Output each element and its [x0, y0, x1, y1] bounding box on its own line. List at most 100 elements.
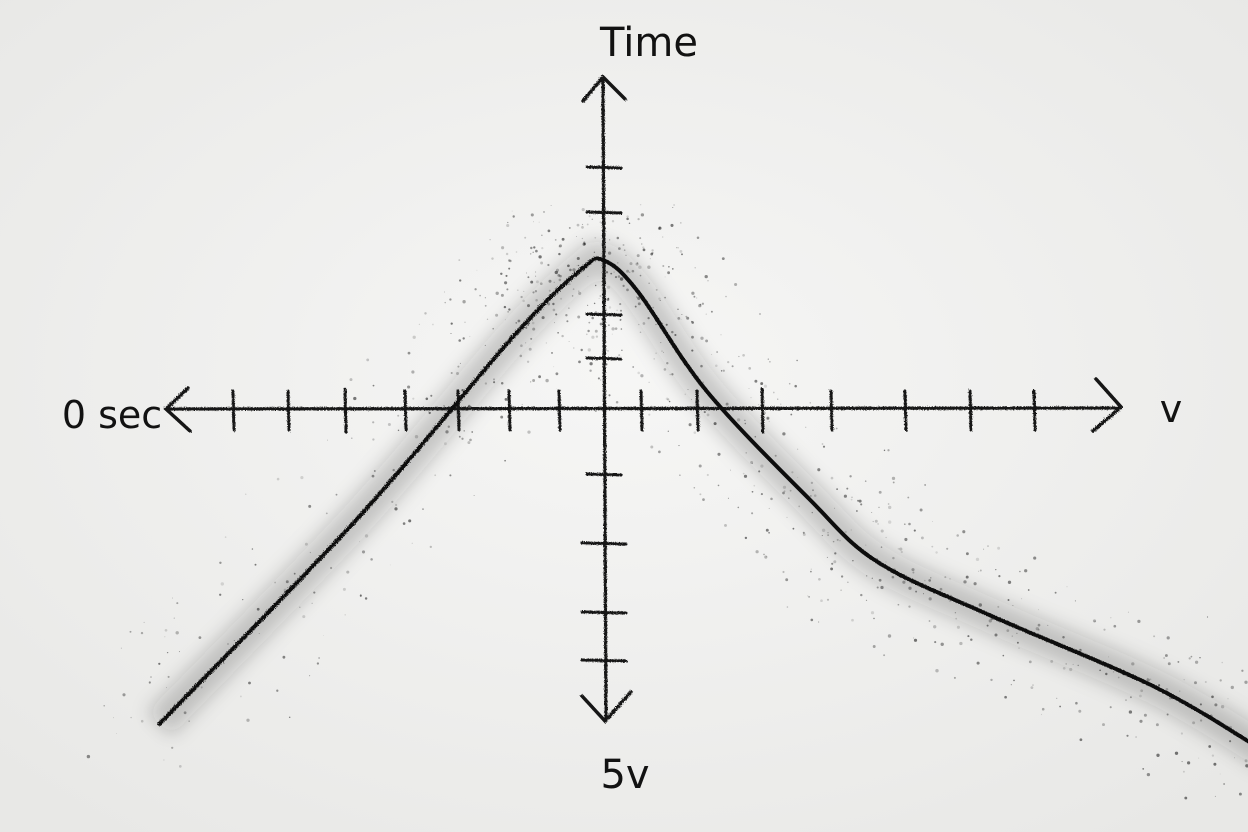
charcoal-speck [810, 618, 814, 622]
charcoal-speck [428, 411, 431, 415]
charcoal-speck [1108, 656, 1110, 658]
charcoal-speck [832, 540, 835, 543]
charcoal-speck [1028, 660, 1032, 664]
charcoal-speck [619, 320, 621, 321]
charcoal-speck [552, 308, 556, 312]
charcoal-speck [786, 606, 789, 608]
charcoal-speck [395, 503, 398, 507]
charcoal-speck [892, 481, 895, 484]
charcoal-speck [1181, 761, 1183, 763]
charcoal-speck [561, 237, 565, 241]
charcoal-speck [983, 548, 985, 550]
charcoal-speck [311, 602, 313, 604]
charcoal-speck [548, 279, 552, 283]
charcoal-speck [750, 460, 754, 464]
charcoal-speck [577, 264, 580, 267]
charcoal-speck [1127, 611, 1129, 613]
charcoal-speck [618, 247, 621, 250]
charcoal-speck [1165, 688, 1169, 691]
charcoal-speck [878, 578, 882, 582]
charcoal-speck [219, 593, 222, 596]
x-tick [903, 389, 908, 432]
charcoal-speck [650, 445, 654, 449]
charcoal-speck [545, 342, 547, 344]
charcoal-speck [748, 387, 750, 389]
charcoal-speck [245, 493, 247, 495]
charcoal-speck [693, 487, 696, 489]
charcoal-speck [538, 221, 540, 223]
charcoal-speck [529, 253, 532, 255]
charcoal-speck [858, 499, 862, 503]
charcoal-speck [1016, 641, 1019, 644]
charcoal-speck [304, 542, 308, 546]
charcoal-speck [1146, 677, 1148, 679]
charcoal-speck [1219, 773, 1221, 775]
charcoal-speck [691, 291, 695, 295]
charcoal-speck [505, 252, 509, 256]
charcoal-speck [309, 551, 312, 554]
charcoal-speck [535, 280, 539, 284]
charcoal-speck [679, 222, 682, 224]
charcoal-speck [933, 625, 937, 629]
charcoal-speck [508, 308, 511, 311]
charcoal-speck [956, 625, 960, 629]
charcoal-speck [694, 267, 696, 269]
charcoal-speck [173, 617, 175, 619]
charcoal-speck [557, 274, 561, 277]
charcoal-speck [908, 586, 912, 590]
charcoal-speck [615, 400, 619, 404]
charcoal-speck [572, 288, 575, 290]
charcoal-speck [628, 222, 631, 225]
charcoal-speck [763, 553, 765, 556]
charcoal-speck [754, 379, 758, 383]
charcoal-speck [758, 312, 762, 316]
charcoal-speck [880, 529, 884, 533]
charcoal-speck [648, 413, 651, 416]
charcoal-speck [864, 480, 867, 482]
charcoal-speck [578, 360, 581, 364]
charcoal-speck [447, 425, 450, 428]
charcoal-speck [507, 221, 509, 224]
charcoal-speck [614, 276, 618, 279]
charcoal-speck [807, 595, 809, 597]
charcoal-speck [1198, 757, 1200, 759]
charcoal-speck [826, 598, 830, 601]
charcoal-speck [443, 442, 447, 446]
charcoal-speck [1177, 660, 1180, 663]
charcoal-speck [313, 591, 316, 594]
charcoal-speck [684, 393, 687, 396]
charcoal-speck [476, 269, 478, 271]
charcoal-speck [658, 226, 662, 230]
charcoal-speck [899, 547, 903, 551]
charcoal-speck [450, 322, 453, 325]
charcoal-speck [444, 291, 445, 293]
charcoal-speck [640, 213, 645, 217]
charcoal-speck [1041, 707, 1045, 711]
charcoal-speck [631, 269, 635, 273]
charcoal-speck [965, 575, 969, 579]
charcoal-speck [239, 695, 242, 698]
charcoal-speck [744, 536, 748, 540]
axis-label-right: v [1160, 387, 1183, 431]
x-axis-left-arrow [163, 386, 192, 433]
charcoal-speck [432, 323, 434, 326]
charcoal-speck [698, 304, 702, 308]
charcoal-speck [998, 575, 1001, 578]
charcoal-speck [662, 322, 664, 324]
charcoal-speck [358, 541, 361, 543]
charcoal-speck [545, 378, 549, 383]
x-tick [760, 387, 765, 434]
charcoal-speck [593, 302, 596, 305]
charcoal-speck [166, 651, 169, 654]
charcoal-speck [760, 464, 764, 468]
charcoal-speck [462, 300, 466, 304]
charcoal-speck [737, 506, 740, 509]
charcoal-speck [617, 262, 619, 264]
charcoal-speck [883, 449, 886, 452]
charcoal-speck [928, 620, 931, 622]
charcoal-speck [693, 295, 696, 298]
charcoal-speck [722, 369, 725, 372]
charcoal-speck [553, 366, 555, 368]
charcoal-speck [1174, 751, 1179, 755]
